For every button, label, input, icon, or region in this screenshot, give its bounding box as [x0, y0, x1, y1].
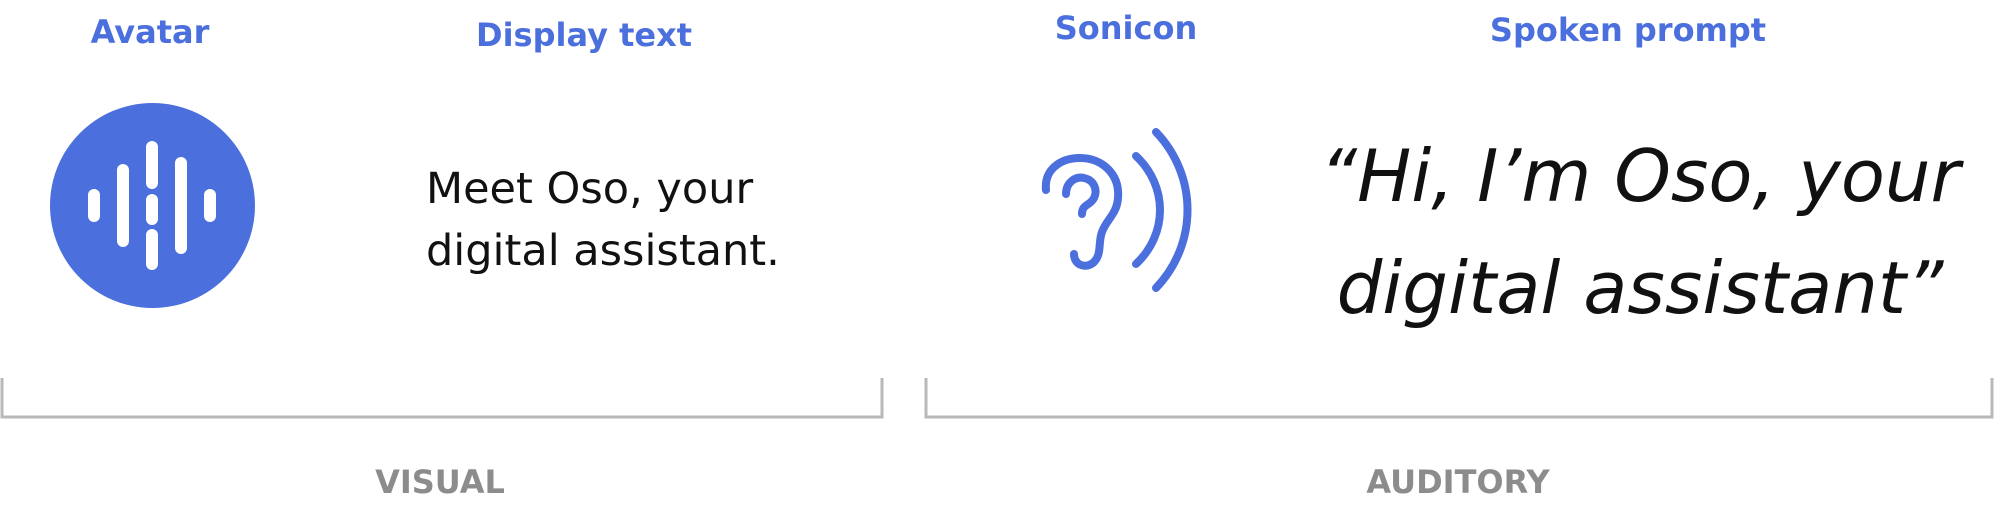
display-text-line-1: Meet Oso, your — [426, 164, 754, 214]
spoken-prompt-heading: Spoken prompt — [1489, 11, 1767, 49]
spoken-prompt-line-2: digital assistant” — [1336, 246, 1944, 330]
auditory-bracket — [924, 378, 1994, 419]
ear-outline — [1041, 154, 1123, 270]
sound-wave-inner — [1132, 152, 1164, 268]
avatar-heading: Avatar — [90, 13, 210, 51]
ear-inner — [1062, 173, 1100, 218]
display-text-line-2: digital assistant. — [426, 226, 780, 276]
visual-bracket — [0, 378, 884, 419]
display-text-heading: Display text — [476, 16, 692, 54]
voice-waveform-icon — [50, 103, 255, 308]
avatar — [50, 103, 255, 308]
visual-group-label: VISUAL — [375, 463, 505, 501]
sonicon-heading: Sonicon — [1054, 9, 1198, 47]
auditory-group-label: AUDITORY — [1366, 463, 1550, 501]
sound-wave-outer — [1152, 128, 1192, 292]
grouping-brackets — [0, 378, 1994, 419]
spoken-prompt-text: “Hi, I’m Oso, your digital assistant” — [1290, 120, 1990, 344]
ear-sound-waves-icon — [1041, 128, 1192, 292]
spoken-prompt-line-1: “Hi, I’m Oso, your — [1319, 134, 1961, 218]
display-text: Meet Oso, your digital assistant. — [426, 158, 846, 282]
